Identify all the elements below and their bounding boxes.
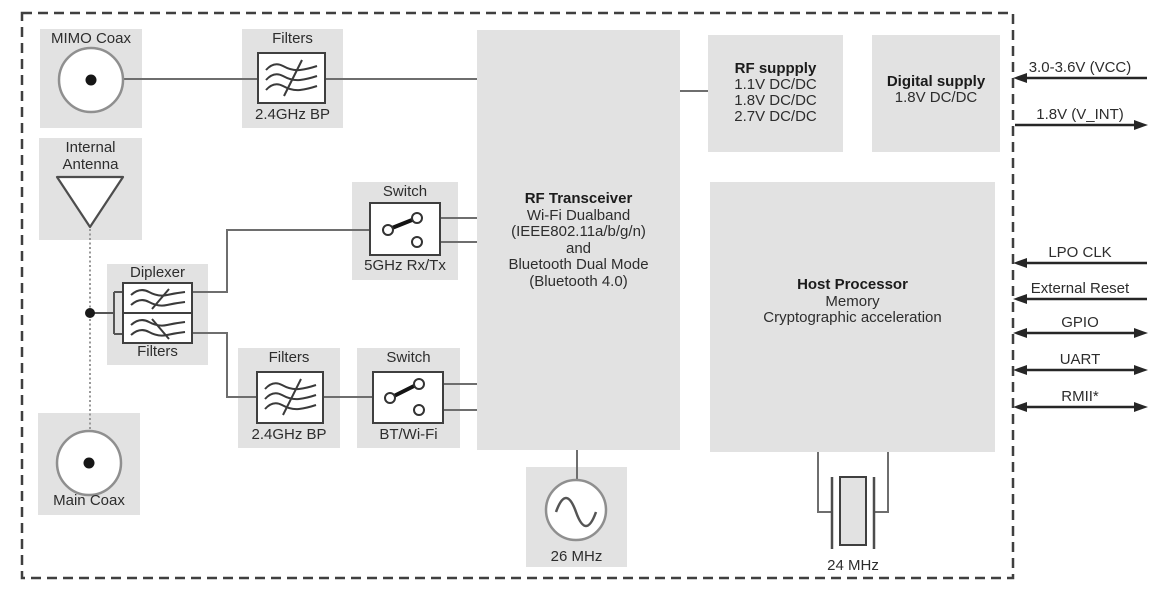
wire-antenna-to-diplexer [90, 291, 124, 335]
rf-transceiver-line: (IEEE802.11a/b/g/n) [511, 223, 646, 240]
host-processor-block [710, 182, 995, 452]
wire-diplexer-to-filter24 [192, 332, 257, 398]
diplexer-title: Diplexer [129, 264, 186, 281]
rf-supply-title: RF suppply [734, 60, 817, 77]
rf-transceiver-block [477, 30, 680, 450]
internal-antenna-label: Internal Antenna [39, 139, 142, 173]
wire-host-to-crystal [817, 452, 889, 513]
switch-5ghz-icon [369, 202, 441, 256]
port-label-v-int: 1.8V (V_INT) [1036, 106, 1124, 123]
mimo-coax-label: MIMO Coax [50, 30, 131, 47]
diplexer-caption: Filters [137, 343, 178, 360]
host-processor-line: Cryptographic acceleration [763, 309, 942, 326]
arrow-v-int [1015, 120, 1148, 130]
bandpass-filter-bottom-icon [256, 371, 324, 424]
port-arrows [1013, 73, 1148, 412]
arrow-external-reset [1013, 294, 1147, 304]
rf-transceiver-title: RF Transceiver [524, 190, 633, 207]
rf-transceiver-line: Wi-Fi Dualband [526, 206, 631, 224]
digital-supply-block [872, 35, 1000, 152]
module-boundary [20, 11, 1015, 580]
wire-diplexer-to-switch5ghz [192, 229, 383, 293]
arrow-gpio [1013, 328, 1148, 338]
port-label-external-reset: External Reset [1030, 280, 1130, 297]
internal-antenna-label-line2: Antenna [62, 156, 119, 173]
port-label-vcc: 3.0-3.6V (VCC) [1028, 59, 1132, 76]
main-coax-connector-icon [55, 429, 123, 497]
switch-bt-icon [372, 371, 444, 424]
port-label-uart: UART [1059, 351, 1101, 368]
port-label-rmii: RMII* [1061, 388, 1099, 405]
rf-supply-block [708, 35, 843, 152]
switch-5ghz-caption: 5GHz Rx/Tx [364, 257, 446, 274]
antenna-icon [55, 175, 125, 229]
port-label-lpo-clk: LPO CLK [1048, 244, 1112, 261]
diplexer-icon [122, 282, 193, 344]
main-coax-label: Main Coax [53, 492, 125, 509]
filters-top-title: Filters [272, 30, 313, 47]
rf-supply-line: 2.7V DC/DC [734, 108, 817, 125]
host-processor-line: Memory [825, 292, 880, 310]
filters-top-caption: 2.4GHz BP [254, 106, 331, 123]
switch-5ghz-title: Switch [382, 183, 428, 200]
crystal-24mhz-label: 24 MHz [827, 557, 879, 574]
arrow-vcc [1013, 73, 1147, 83]
switch-bt-title: Switch [386, 349, 431, 366]
digital-supply-label: Digital supply 1.8V DC/DC [872, 74, 1000, 106]
junction-dot [85, 308, 95, 318]
rf-transceiver-line: and [565, 239, 592, 257]
rf-supply-line: 1.1V DC/DC [734, 76, 817, 93]
host-processor-title: Host Processor [797, 276, 908, 293]
arrow-uart [1013, 365, 1148, 375]
internal-antenna-label-line1: Internal [65, 139, 116, 156]
port-label-gpio: GPIO [1061, 314, 1099, 331]
arrow-lpo-clk [1013, 258, 1147, 268]
mimo-coax-connector-icon [57, 46, 125, 114]
oscillator-icon [544, 478, 608, 542]
filters-bottom-caption: 2.4GHz BP [251, 426, 327, 443]
rf-supply-label: RF suppply 1.1V DC/DC 1.8V DC/DC 2.7V DC… [708, 61, 843, 125]
rf-transceiver-label: RF Transceiver Wi-Fi Dualband (IEEE802.1… [477, 190, 680, 290]
digital-supply-title: Digital supply [886, 73, 986, 90]
switch-bt-caption: BT/Wi-Fi [379, 426, 438, 443]
rf-transceiver-line: Bluetooth Dual Mode [508, 256, 649, 273]
rf-supply-line: 1.8V DC/DC [734, 92, 817, 109]
oscillator-26mhz-label: 26 MHz [550, 548, 603, 565]
bandpass-filter-top-icon [257, 52, 326, 104]
crystal-icon [830, 476, 876, 549]
host-processor-label: Host Processor Memory Cryptographic acce… [710, 276, 995, 327]
arrow-rmii [1013, 402, 1148, 412]
filters-bottom-title: Filters [268, 349, 310, 366]
digital-supply-line: 1.8V DC/DC [894, 89, 978, 106]
rf-transceiver-line: (Bluetooth 4.0) [529, 272, 628, 290]
